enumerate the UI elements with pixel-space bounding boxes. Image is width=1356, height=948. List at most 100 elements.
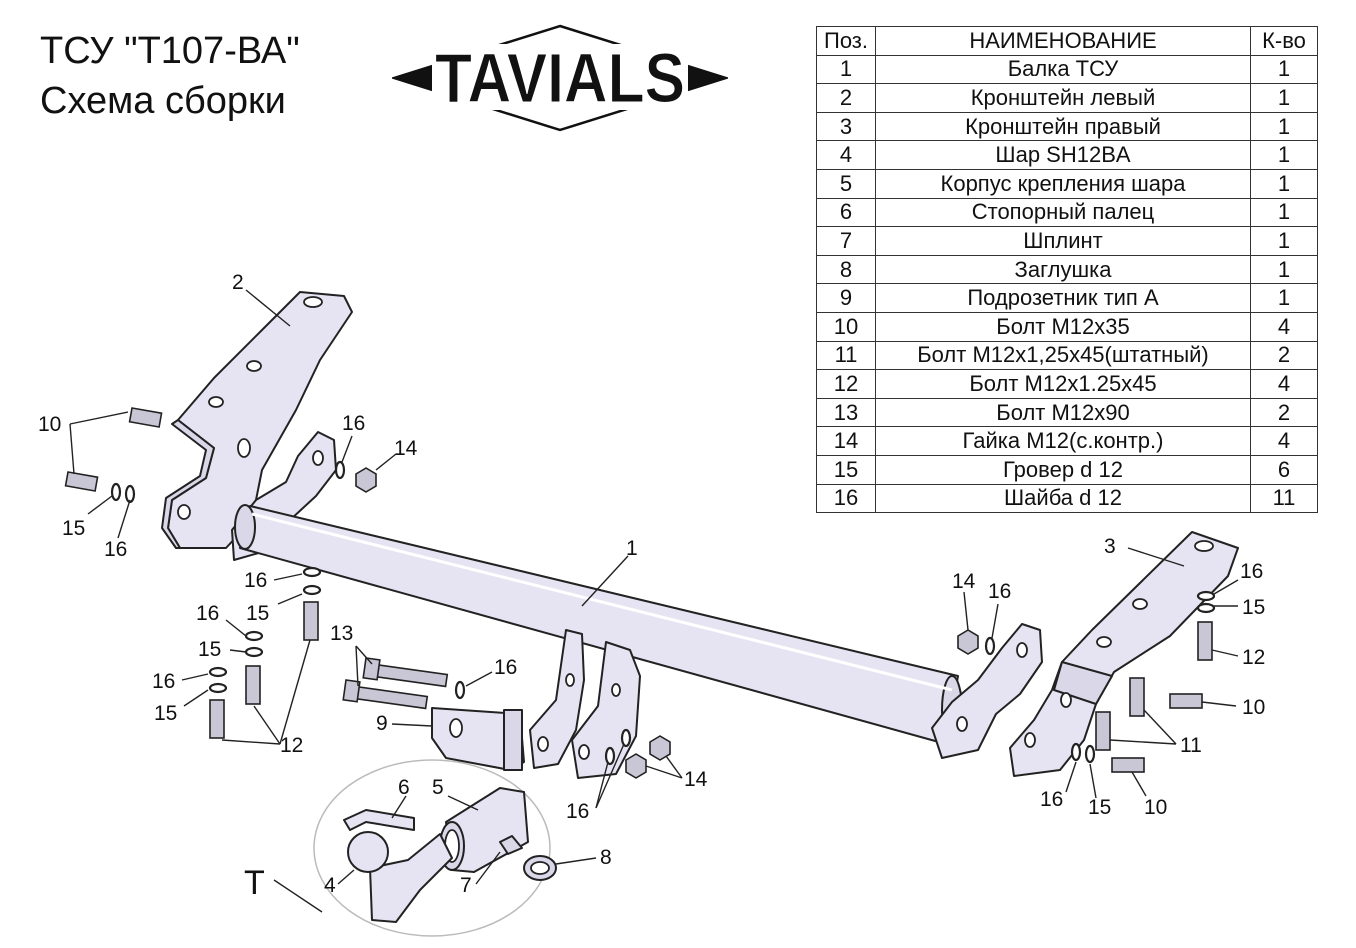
parts-cell-name: Стопорный палец [875,197,1251,228]
parts-cell-name: Кронштейн левый [875,83,1251,113]
parts-cell-name: Болт М12х35 [875,311,1251,342]
callout-14-center: 14 [684,768,708,791]
beam-center-brackets [529,629,641,779]
parts-cell-pos: 3 [816,111,876,142]
callout-2: 2 [232,271,244,294]
beam-right-plate [931,623,1043,759]
socket-bracket [431,707,525,771]
parts-cell-pos: 10 [816,311,876,342]
callout-labels: 2 3 1 10 15 16 16 14 16 15 16 15 16 15 1… [38,271,1265,902]
callout-16-mid: 16 [244,569,267,592]
callout-16-mid3: 16 [152,670,175,693]
bolts-m12x90 [342,657,449,710]
callout-13: 13 [330,622,353,645]
parts-cell-qty: 1 [1250,254,1318,285]
parts-cell-name: Болт М12х1,25х45(штатный) [875,340,1251,371]
callout-12-right: 12 [1242,646,1265,669]
callout-12-left: 12 [280,734,303,757]
parts-cell-name: Гровер d 12 [875,454,1251,485]
callout-16-right3: 16 [1040,788,1063,811]
callout-16-socket: 16 [494,656,517,679]
header-qty: К-во [1250,26,1318,56]
callout-15-right: 15 [1242,596,1265,619]
callout-4: 4 [324,874,336,897]
parts-cell-name: Подрозетник тип А [875,283,1251,313]
drawing-title: ТСУ "Т107-ВА" [40,30,300,72]
parts-cell-qty: 1 [1250,54,1318,85]
parts-cell-qty: 6 [1250,454,1318,485]
callout-16-right: 16 [988,580,1011,603]
parts-cell-pos: 11 [816,340,876,371]
parts-cell-qty: 4 [1250,426,1318,456]
callout-16-right2: 16 [1240,560,1263,583]
parts-cell-name: Шар SH12BA [875,140,1251,170]
tavials-logo: TAVIALS [392,24,728,132]
callout-16-top: 16 [342,412,365,435]
detail-circle [313,759,551,937]
callout-16-center: 16 [566,800,589,823]
parts-table-header: Поз. НАИМЕНОВАНИЕ К-во [816,26,1318,56]
parts-cell-name: Балка ТСУ [875,54,1251,85]
logo-text: TAVIALS [435,39,685,117]
callout-15-right2: 15 [1088,796,1111,819]
callout-11: 11 [1180,734,1202,757]
parts-cell-name: Болт М12х1.25х45 [875,369,1251,399]
washers [110,460,1216,766]
parts-cell-pos: 1 [816,54,876,85]
callout-10-left: 10 [38,413,61,436]
callout-3: 3 [1104,535,1116,558]
callout-10-right2: 10 [1144,796,1167,819]
callout-14-right: 14 [952,570,976,593]
parts-cell-name: Шайба d 12 [875,483,1251,514]
callout-16-mid2: 16 [196,602,219,625]
callout-1: 1 [626,537,638,560]
callout-8: 8 [600,846,612,869]
bolts-short [64,407,1213,773]
parts-cell-qty: 4 [1250,311,1318,342]
parts-cell-name: Кронштейн правый [875,111,1251,142]
parts-cell-qty: 1 [1250,83,1318,113]
bracket-left [161,291,353,549]
callout-15-mid3: 15 [154,702,177,725]
callout-14-top: 14 [394,437,418,460]
parts-cell-pos: 16 [816,483,876,514]
parts-cell-qty: 1 [1250,283,1318,313]
header-pos: Поз. [816,26,876,56]
parts-cell-qty: 1 [1250,111,1318,142]
callout-5: 5 [432,776,444,799]
parts-cell-name: Заглушка [875,254,1251,285]
parts-cell-qty: 1 [1250,226,1318,256]
parts-cell-name: Гайка М12(с.контр.) [875,426,1251,456]
callout-9: 9 [376,712,388,735]
callout-15-mid: 15 [246,602,269,625]
parts-cell-pos: 6 [816,197,876,228]
callout-15-mid2: 15 [198,638,221,661]
leader-lines [69,289,1239,913]
drawing-subtitle: Схема сборки [40,80,286,122]
callout-T: T [244,864,265,902]
header-name: НАИМЕНОВАНИЕ [875,26,1251,56]
callout-16-left: 16 [104,538,127,561]
parts-cell-name: Корпус крепления шара [875,168,1251,199]
parts-cell-qty: 4 [1250,369,1318,399]
parts-cell-qty: 2 [1250,397,1318,428]
callout-7: 7 [460,874,472,897]
ball-assembly [343,787,557,923]
